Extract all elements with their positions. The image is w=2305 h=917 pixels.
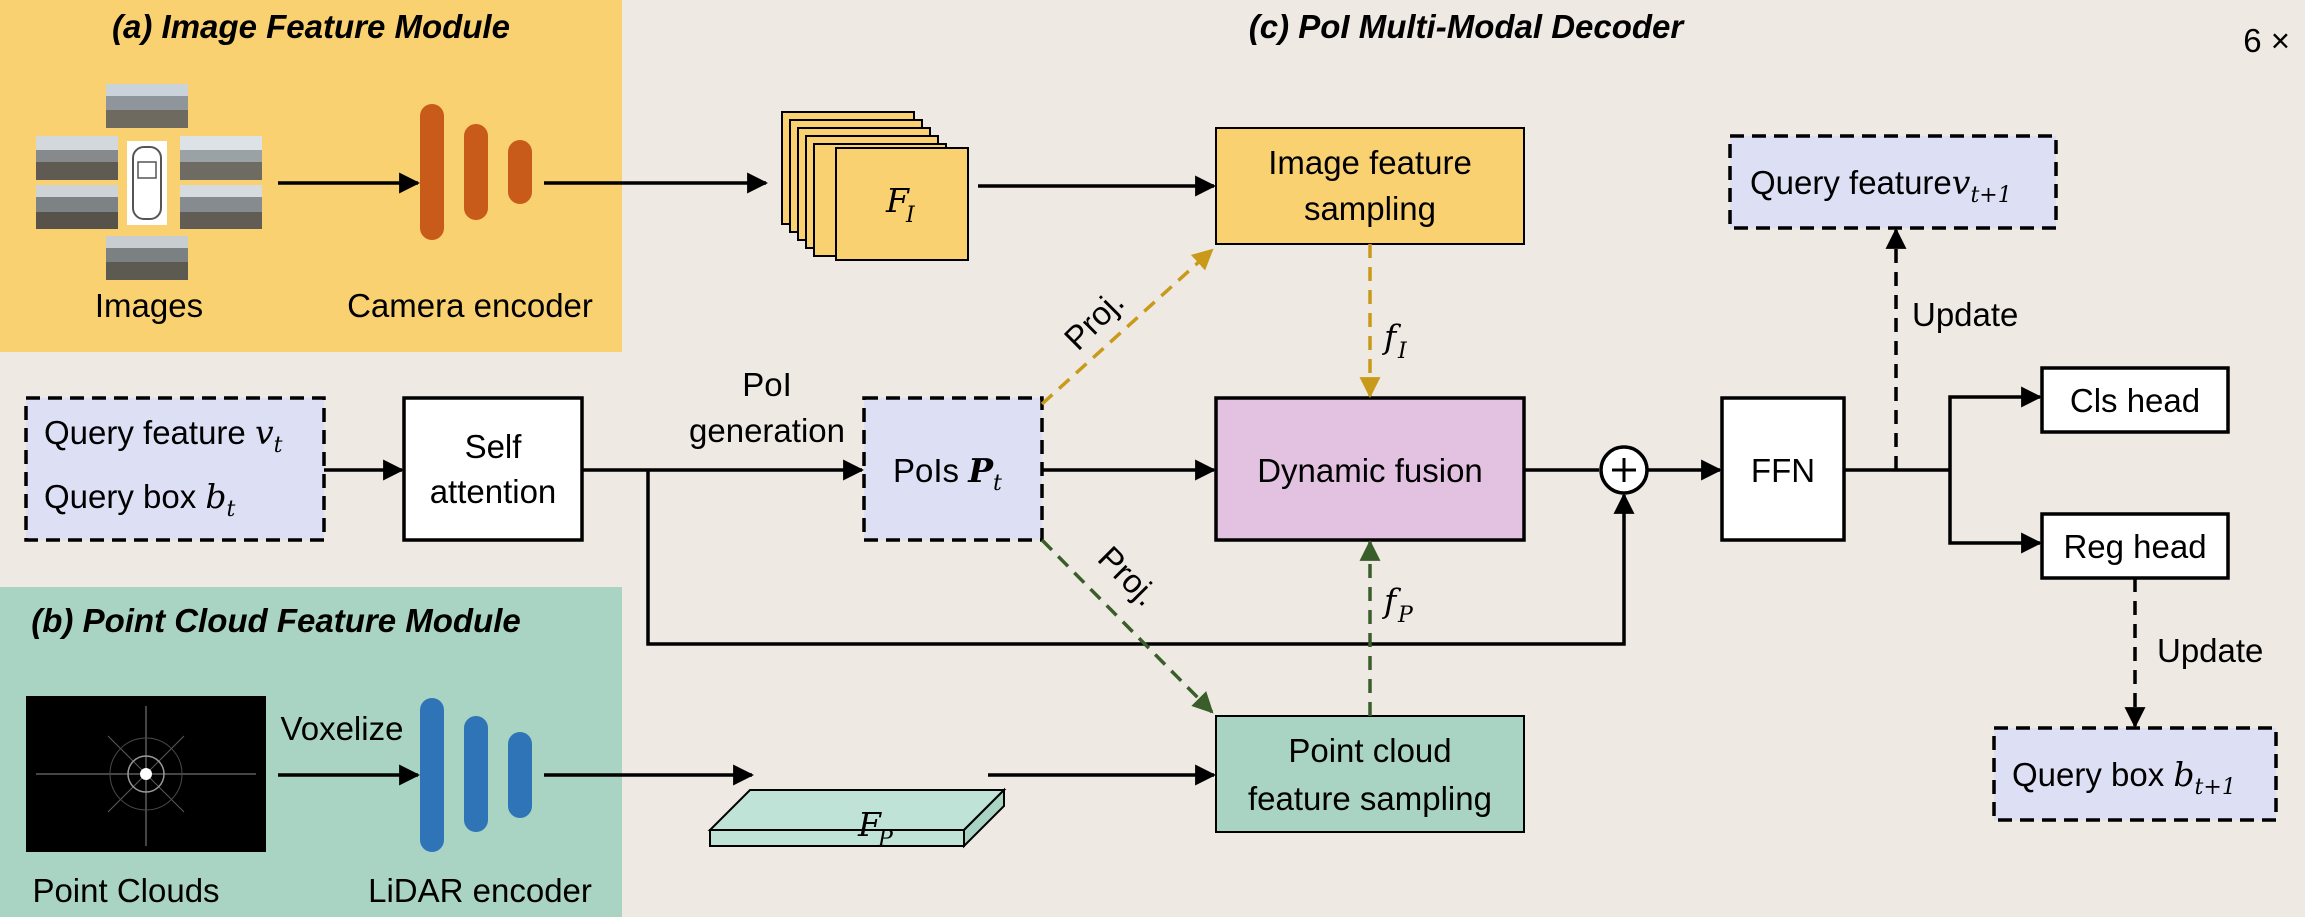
- sum-node: [1599, 445, 1649, 495]
- query-box-label: Query box bt: [44, 477, 236, 522]
- cls-head-label: Cls head: [2070, 382, 2200, 419]
- point-feature-slab: [707, 787, 1007, 849]
- ffn-label: FFN: [1751, 452, 1815, 489]
- query-box-out-label: Query box bt+1: [2012, 755, 2236, 800]
- query-feature-label: Query feature vt: [44, 413, 283, 458]
- decoder-title: (c) PoI Multi-Modal Decoder: [1249, 8, 1686, 45]
- arrow-proj-to-point-sampling: [1040, 538, 1214, 714]
- camera-images: [36, 84, 262, 280]
- image-feature-sampling-box: [1215, 127, 1525, 245]
- image-feature-sampling-label-2: sampling: [1304, 190, 1436, 227]
- f-point-subscript: P: [1397, 603, 1414, 628]
- reg-head-label: Reg head: [2063, 528, 2206, 565]
- lidar-encoder-label: LiDAR encoder: [368, 872, 592, 909]
- pointcloud-module-title: (b) Point Cloud Feature Module: [31, 602, 520, 639]
- images-label: Images: [95, 287, 203, 324]
- point-feature-subscript: P: [877, 827, 894, 852]
- image-feature-subscript: I: [905, 203, 916, 228]
- arrow-proj-to-image-sampling: [1040, 248, 1214, 406]
- self-attention-box: [402, 396, 584, 542]
- pois-label: PoIs Pt: [893, 451, 1002, 496]
- poi-generation-label-2: generation: [689, 412, 845, 449]
- image-feature-sampling-label-1: Image feature: [1268, 144, 1472, 181]
- repeat-count: 6 ×: [2243, 22, 2290, 59]
- camera-encoder: [420, 104, 532, 240]
- lidar-encoder: [420, 698, 532, 852]
- image-feature-stack: [781, 111, 969, 261]
- self-attention-label-2: attention: [430, 473, 557, 510]
- arrow-to-reg-head: [1948, 470, 2043, 554]
- arrow-to-cls-head: [1948, 386, 2043, 470]
- query-input-box: [24, 396, 326, 542]
- self-attention-label-1: Self: [465, 428, 523, 465]
- f-image-subscript: I: [1397, 339, 1408, 364]
- point-clouds-label: Point Clouds: [32, 872, 219, 909]
- point-cloud-sampling-label-1: Point cloud: [1288, 732, 1451, 769]
- camera-encoder-label: Camera encoder: [347, 287, 593, 324]
- update-feature-label: Update: [1912, 296, 2018, 333]
- query-box-out-box: [1992, 726, 2278, 822]
- arrow-residual-path: [646, 470, 1635, 646]
- proj-label-top: Proj.: [1057, 283, 1131, 357]
- update-box-label: Update: [2157, 632, 2263, 669]
- cls-head-box: [2040, 366, 2230, 434]
- poi-generation-label-1: PoI: [742, 366, 792, 403]
- point-cloud-image: [26, 696, 266, 852]
- point-cloud-sampling-label-2: feature sampling: [1248, 780, 1492, 817]
- query-feature-out-box: [1728, 134, 2058, 230]
- dynamic-fusion-box: [1214, 396, 1526, 542]
- point-feature-symbol: F: [857, 805, 882, 844]
- proj-label-bottom: Proj.: [1091, 539, 1165, 613]
- image-module-title: (a) Image Feature Module: [112, 8, 510, 45]
- query-feature-out-label: Query featurevt+1: [1750, 163, 2012, 208]
- image-feature-symbol: F: [885, 181, 910, 220]
- dynamic-fusion-label: Dynamic fusion: [1257, 452, 1483, 489]
- voxelize-label: Voxelize: [281, 710, 404, 747]
